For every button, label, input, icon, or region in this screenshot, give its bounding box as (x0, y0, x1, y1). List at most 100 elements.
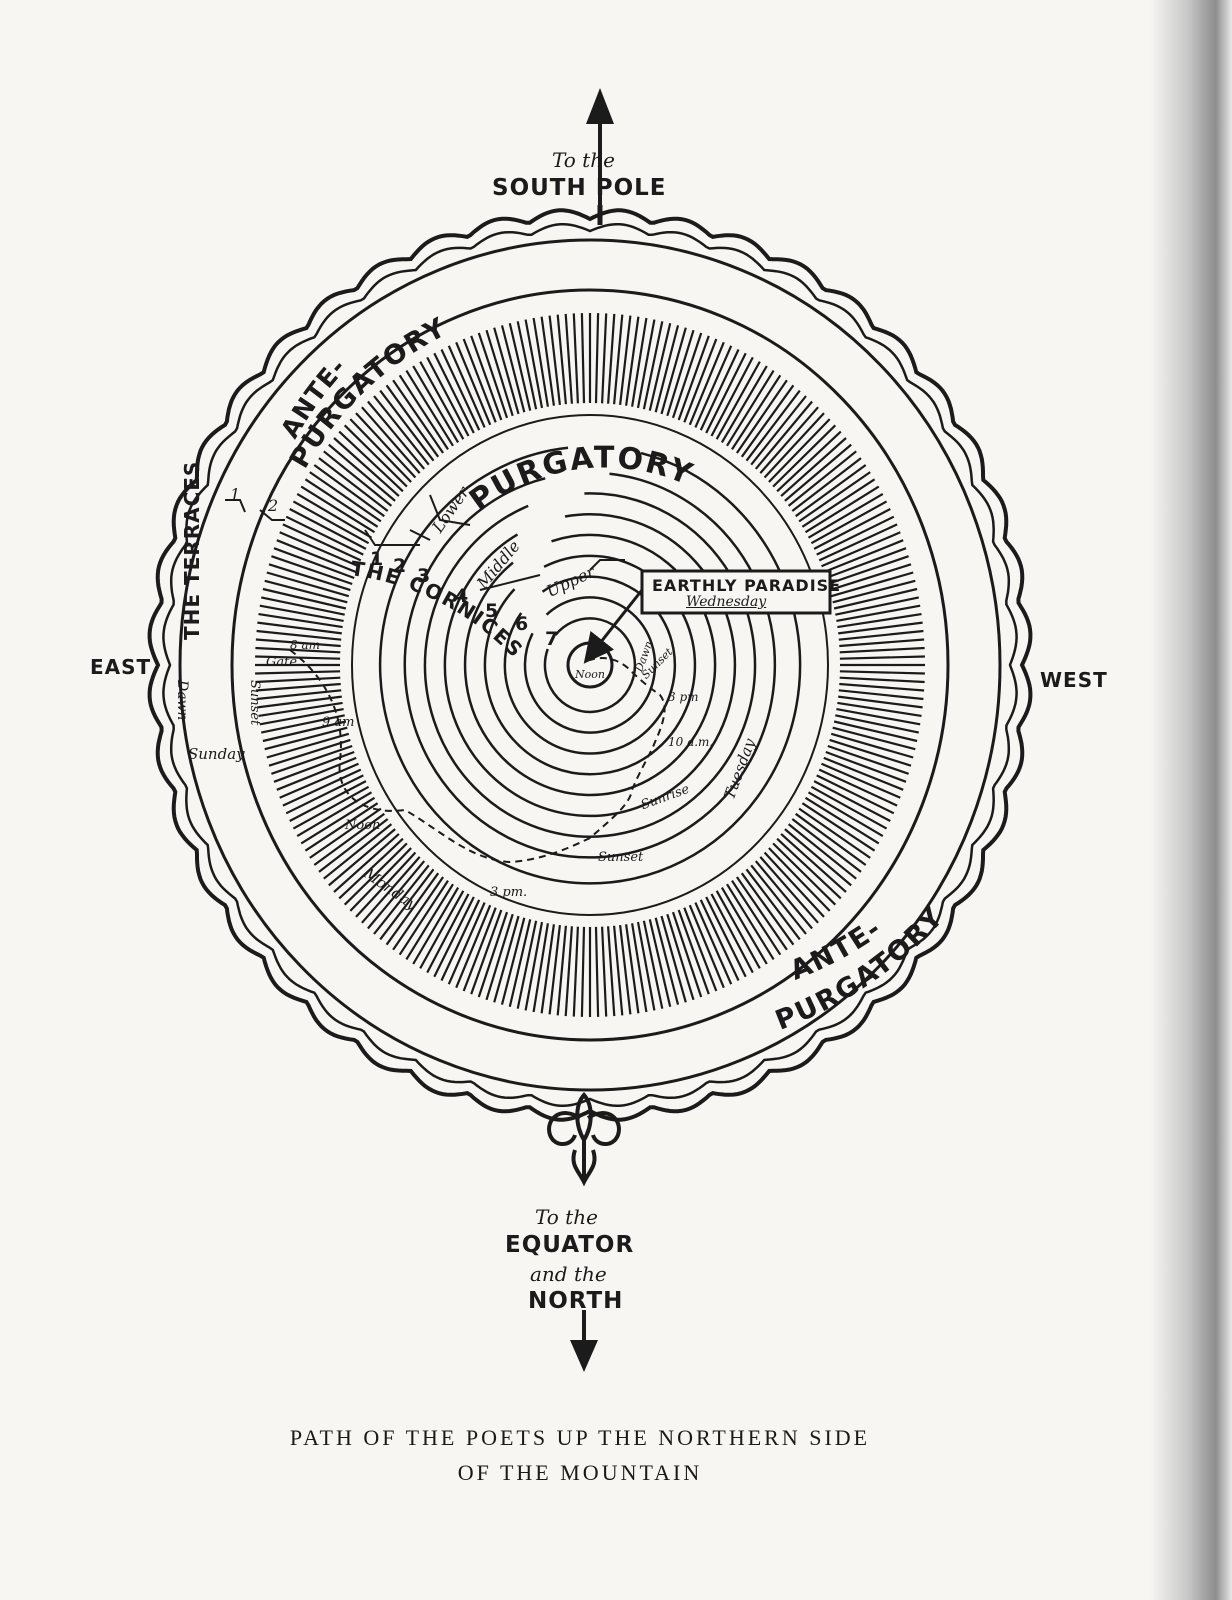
hatch-stroke (257, 621, 342, 635)
hatch-stroke (648, 919, 672, 1008)
hatch-stroke (292, 500, 370, 545)
hatch-stroke (825, 547, 907, 580)
hatch-stroke (830, 571, 914, 598)
hatch-stroke (500, 325, 526, 413)
hatch-stroke (260, 596, 345, 616)
fleur-de-lis-icon (547, 1092, 621, 1187)
hatch-stroke (642, 321, 664, 410)
hatch-stroke (323, 450, 393, 507)
hatch-stroke (556, 314, 567, 405)
hatch-stroke (726, 883, 775, 960)
hatch-stroke (839, 646, 925, 654)
hatch-stroke (258, 613, 343, 629)
hatch-stroke (827, 555, 909, 586)
hatch-stroke (524, 921, 544, 1011)
hatch-stroke (385, 384, 440, 458)
hatch-stroke (759, 406, 819, 474)
hatch-stroke (477, 911, 509, 998)
hatch-stroke (735, 379, 788, 454)
hatch-stroke (835, 596, 920, 616)
hatch-stroke (613, 925, 624, 1016)
hatch-stroke (816, 515, 895, 556)
hatch-stroke (470, 335, 503, 421)
hatch-stroke (264, 726, 348, 751)
hatch-stroke (292, 785, 370, 830)
hatch-stroke (572, 313, 579, 404)
hatch-stroke (398, 374, 449, 451)
hatch-stroke (750, 864, 807, 935)
hatch-stroke (642, 920, 664, 1009)
hatch-stroke (688, 341, 725, 426)
hatch-stroke (839, 638, 925, 648)
hatch-stroke (367, 400, 426, 470)
north-arrow (570, 1310, 598, 1372)
hatch-stroke (838, 695, 923, 709)
hatch-stroke (731, 879, 782, 956)
hatch-stroke (355, 851, 417, 918)
hatch-stroke (827, 744, 909, 775)
hatch-stroke (780, 437, 847, 497)
hatch-stroke (385, 872, 440, 946)
bottom-direction-line1: To the (535, 1205, 598, 1229)
hatch-stroke (839, 655, 925, 660)
bottom-direction-line3: and the (530, 1262, 607, 1286)
hatch-stroke (683, 338, 718, 423)
hatch-stroke (285, 774, 364, 815)
hatch-stroke (493, 915, 520, 1003)
hatch-stroke (328, 443, 396, 502)
hatch-stroke (580, 313, 586, 404)
hatch-stroke (823, 539, 904, 574)
hatch-stroke (289, 780, 367, 822)
hatch-stroke (379, 389, 435, 462)
hatch-stroke (279, 762, 359, 799)
hatch-stroke (508, 322, 532, 411)
hatch-stroke (810, 785, 888, 830)
hatch-stroke (791, 818, 862, 873)
hatch-stroke (838, 629, 924, 641)
caption-line2: OF THE MOUNTAIN (457, 1460, 703, 1486)
time-dawn-left: Dawn (174, 680, 190, 721)
cornice-ring (463, 533, 717, 797)
cornice-number-3: 3 (417, 565, 432, 587)
earthly-paradise-day: Wednesday (686, 594, 767, 610)
hatch-stroke (837, 613, 922, 629)
hatch-stroke (754, 400, 813, 470)
hatch-stroke (636, 319, 656, 409)
hatch-stroke (564, 926, 573, 1017)
time-3pm-bottom: 3 pm. (490, 885, 528, 900)
hatch-stroke (485, 913, 514, 1001)
hatch-stroke (740, 384, 795, 458)
hatch-stroke (798, 807, 871, 859)
hatch-stroke (313, 812, 385, 866)
hatch-stroke (309, 807, 382, 859)
hatch-stroke (787, 823, 857, 880)
hatch-stroke (804, 796, 880, 845)
hatch-stroke (776, 430, 842, 493)
hatch-stroke (516, 920, 538, 1009)
hatch-stroke (654, 917, 680, 1005)
hatch-stroke (833, 720, 918, 743)
hatch-stroke (532, 923, 549, 1013)
hatch-stroke (731, 374, 782, 451)
hatch-stroke (699, 349, 740, 431)
hatch-stroke (333, 833, 400, 893)
hatch-stroke (631, 317, 648, 407)
the-terraces-label: THE TERRACES (180, 460, 204, 640)
cornice-number-6: 6 (515, 613, 530, 635)
hatch-stroke (333, 437, 400, 497)
hatch-stroke (271, 555, 353, 586)
time-noon-center: Noon (575, 668, 605, 681)
hatch-stroke (262, 720, 347, 743)
hatch-stroke (745, 868, 801, 941)
hatch-stroke (268, 563, 351, 592)
cornice-ring (523, 596, 657, 734)
scalloped-border-inner (162, 222, 1018, 1108)
bottom-direction-line2: EQUATOR (505, 1232, 635, 1258)
hatch-stroke (440, 899, 481, 981)
day-sunday: Sunday (188, 745, 245, 763)
hatch-stroke (832, 726, 916, 751)
hatch-stroke (493, 327, 520, 415)
hatch-stroke (768, 418, 831, 483)
hatch-stroke (735, 876, 788, 951)
